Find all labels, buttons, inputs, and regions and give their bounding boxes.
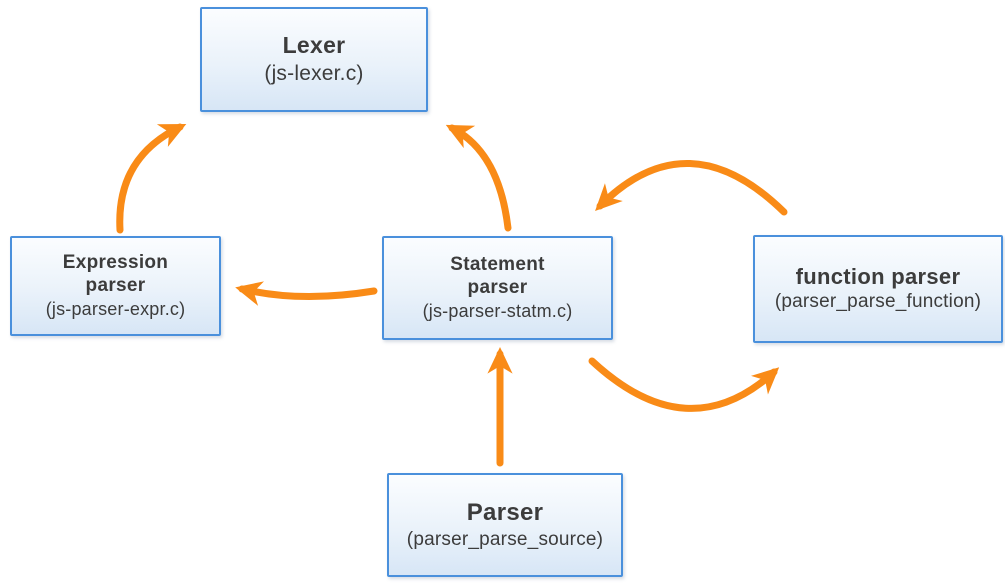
node-parser-title: Parser [466,498,544,526]
node-statement-parser-subtitle: (js-parser-statm.c) [422,301,573,322]
node-lexer-title: Lexer [282,32,346,59]
node-expression-parser-title: Expression parser [62,251,169,297]
node-parser-subtitle: (parser_parse_source) [406,528,604,550]
node-statement-parser-title: Statement parser [450,253,545,299]
edge-function-parser-to-statement-parser [595,160,788,216]
node-lexer: Lexer (js-lexer.c) [200,7,428,112]
node-expression-parser-subtitle: (js-parser-expr.c) [45,299,186,320]
node-function-parser: function parser (parser_parse_function) [753,235,1003,343]
node-function-parser-title: function parser [795,263,961,289]
node-lexer-subtitle: (js-lexer.c) [264,62,364,86]
edge-expression-parser-to-lexer [116,123,187,234]
node-statement-parser: Statement parser (js-parser-statm.c) [382,236,613,340]
node-parser: Parser (parser_parse_source) [387,473,623,577]
edge-statement-parser-to-lexer [445,124,512,232]
edge-statement-parser-to-function-parser [588,357,780,412]
node-expression-parser: Expression parser (js-parser-expr.c) [10,236,221,336]
node-function-parser-subtitle: (parser_parse_function) [774,291,982,313]
edge-statement-parser-to-expression-parser [235,281,378,306]
